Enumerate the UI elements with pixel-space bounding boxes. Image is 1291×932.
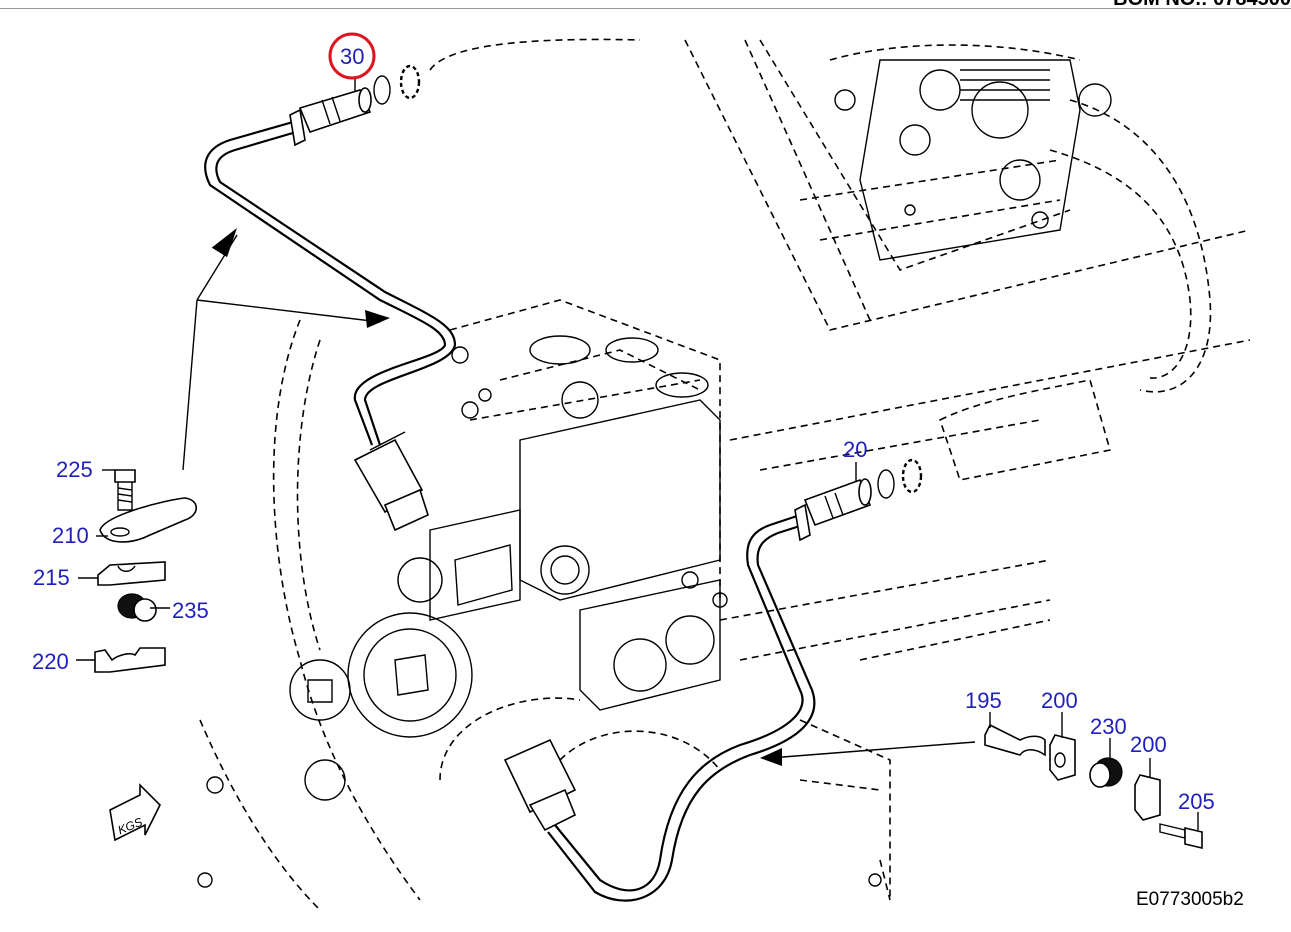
upper-valve-cluster: [834, 59, 1112, 261]
callout-195[interactable]: 195: [965, 688, 1002, 713]
top-divider: [0, 8, 1291, 9]
pipe-assembly-20: [503, 458, 923, 902]
central-manifold: [197, 335, 882, 888]
callout-20[interactable]: 20: [843, 437, 867, 462]
pipe-assembly-30: [204, 64, 457, 532]
figure-code: E0773005b2: [1136, 889, 1244, 910]
callout-30[interactable]: 30: [340, 44, 364, 69]
callout-235[interactable]: 235: [172, 598, 209, 623]
kgs-direction-icon: KGS: [109, 783, 161, 842]
callout-200-lower[interactable]: 200: [1130, 732, 1167, 757]
callout-205[interactable]: 205: [1178, 789, 1215, 814]
callout-215[interactable]: 215: [33, 565, 70, 590]
callout-225[interactable]: 225: [56, 457, 93, 482]
engine-block-outline: [199, 38, 1251, 911]
callout-220[interactable]: 220: [32, 649, 69, 674]
bom-number-header: BOM NO.: 0784500: [1113, 0, 1291, 11]
left-clamp-kit: [94, 469, 198, 673]
callout-210[interactable]: 210: [52, 523, 89, 548]
callout-230[interactable]: 230: [1090, 714, 1127, 739]
callout-200-upper[interactable]: 200: [1041, 688, 1078, 713]
leader-lines: [76, 78, 1199, 830]
right-clamp-kit: [984, 723, 1203, 850]
highlight-ring-30: [328, 32, 376, 80]
